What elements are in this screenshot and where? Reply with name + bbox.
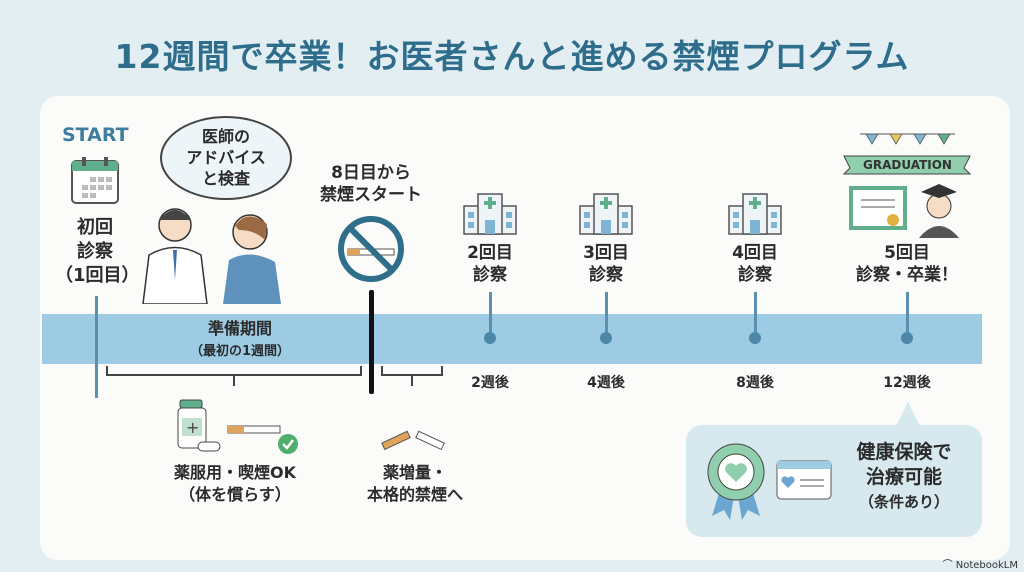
text: 診察・卒業！	[856, 265, 958, 285]
prep-bracket	[106, 366, 362, 376]
visit-marker-dot	[901, 332, 913, 344]
note-pointer	[896, 402, 920, 426]
notebooklm-logo-icon: ⌒	[942, 560, 956, 571]
visit-timing: 2週後	[471, 375, 509, 391]
text: 8日目から	[331, 163, 411, 183]
text: アドバイス	[186, 148, 266, 167]
insurance-text: 健康保険で治療可能 （条件あり）	[836, 440, 972, 515]
visit-label: 4回目診察	[685, 242, 825, 286]
start-label: START	[62, 124, 129, 146]
text: 健康保険で	[856, 441, 952, 463]
bracket-stem	[411, 376, 413, 386]
text: 診察	[738, 265, 772, 285]
graduation-banner	[842, 133, 972, 175]
graduation-illustration	[849, 184, 959, 238]
visit-marker-dot	[484, 332, 496, 344]
prep-period-sub: （最初の1週間）	[189, 344, 291, 359]
medicine-cigarette-icon: +	[177, 399, 298, 454]
phase2-text: 薬増量・本格的禁煙へ	[340, 462, 490, 506]
speech-bubble: 医師のアドバイスと検査	[160, 116, 292, 200]
graduation-banner-text: GRADUATION	[863, 158, 952, 172]
text: と検査	[201, 169, 250, 188]
hospital-icon	[463, 193, 517, 235]
text: 診察	[589, 265, 623, 285]
visit-marker-dot	[749, 332, 761, 344]
text: 2回目	[467, 243, 513, 263]
visit-label: 5回目診察・卒業！	[837, 242, 977, 286]
visit-timing: 8週後	[736, 375, 774, 391]
quit-start-label: 8日目から禁煙スタート	[298, 162, 444, 206]
prep-period-title: 準備期間	[207, 319, 272, 338]
brand-label: ⌒ NotebookLM	[943, 556, 1018, 571]
visit-3-icon-wrap	[546, 190, 666, 240]
visit-4-icon-wrap	[695, 190, 815, 240]
visit-2-icon-wrap	[430, 190, 550, 240]
bracket-stem	[233, 376, 235, 386]
no-smoking-icon	[338, 216, 404, 282]
text: 初回	[77, 217, 113, 238]
broken-cigarette-icon	[381, 430, 445, 451]
visit-timing: 4週後	[587, 375, 625, 391]
text: 診察	[77, 241, 113, 262]
text: （体を慣らす）	[179, 485, 291, 504]
visit-label: 3回目診察	[536, 242, 676, 286]
text: 5回目	[884, 243, 930, 263]
visit-marker-line	[489, 292, 492, 336]
text: 薬増量・	[382, 463, 447, 482]
visit-marker-line	[754, 292, 757, 336]
text: 本格的禁煙へ	[366, 485, 463, 504]
visit-label: 2回目診察	[420, 242, 560, 286]
text: NotebookLM	[955, 560, 1018, 571]
text: 医師の	[201, 127, 250, 146]
text: 診察	[473, 265, 507, 285]
visit-marker-line	[906, 292, 909, 336]
quit-bracket	[381, 366, 443, 376]
calendar-icon	[71, 157, 119, 204]
timeline-bar	[42, 314, 982, 364]
text: （条件あり）	[858, 493, 949, 511]
page-title: 12週間で卒業！お医者さんと進める禁煙プログラム	[114, 37, 910, 76]
text: （1回目）	[55, 265, 140, 286]
graduation-icons	[847, 178, 967, 242]
text: 治療可能	[865, 466, 942, 488]
doctor-patient-illustration	[142, 208, 281, 304]
hospital-icon	[728, 193, 782, 235]
phase1-text: 薬服用・喫煙OK （体を慣らす）	[150, 462, 320, 506]
text: 禁煙スタート	[320, 185, 422, 205]
text: 薬服用・喫煙OK	[173, 463, 296, 482]
hospital-icon	[579, 193, 633, 235]
text: 3回目	[583, 243, 629, 263]
visit-marker-dot	[600, 332, 612, 344]
first-visit-label: 初回診察 （1回目）	[55, 216, 140, 288]
text: 4回目	[732, 243, 778, 263]
heart-badge-icon	[707, 443, 765, 520]
quit-day-marker	[369, 290, 374, 394]
visit-marker-line	[605, 292, 608, 336]
svg-text:+: +	[186, 418, 199, 437]
visit-timing: 12週後	[883, 375, 931, 391]
start-marker-line	[95, 296, 98, 398]
insurance-card-icon	[776, 460, 832, 500]
